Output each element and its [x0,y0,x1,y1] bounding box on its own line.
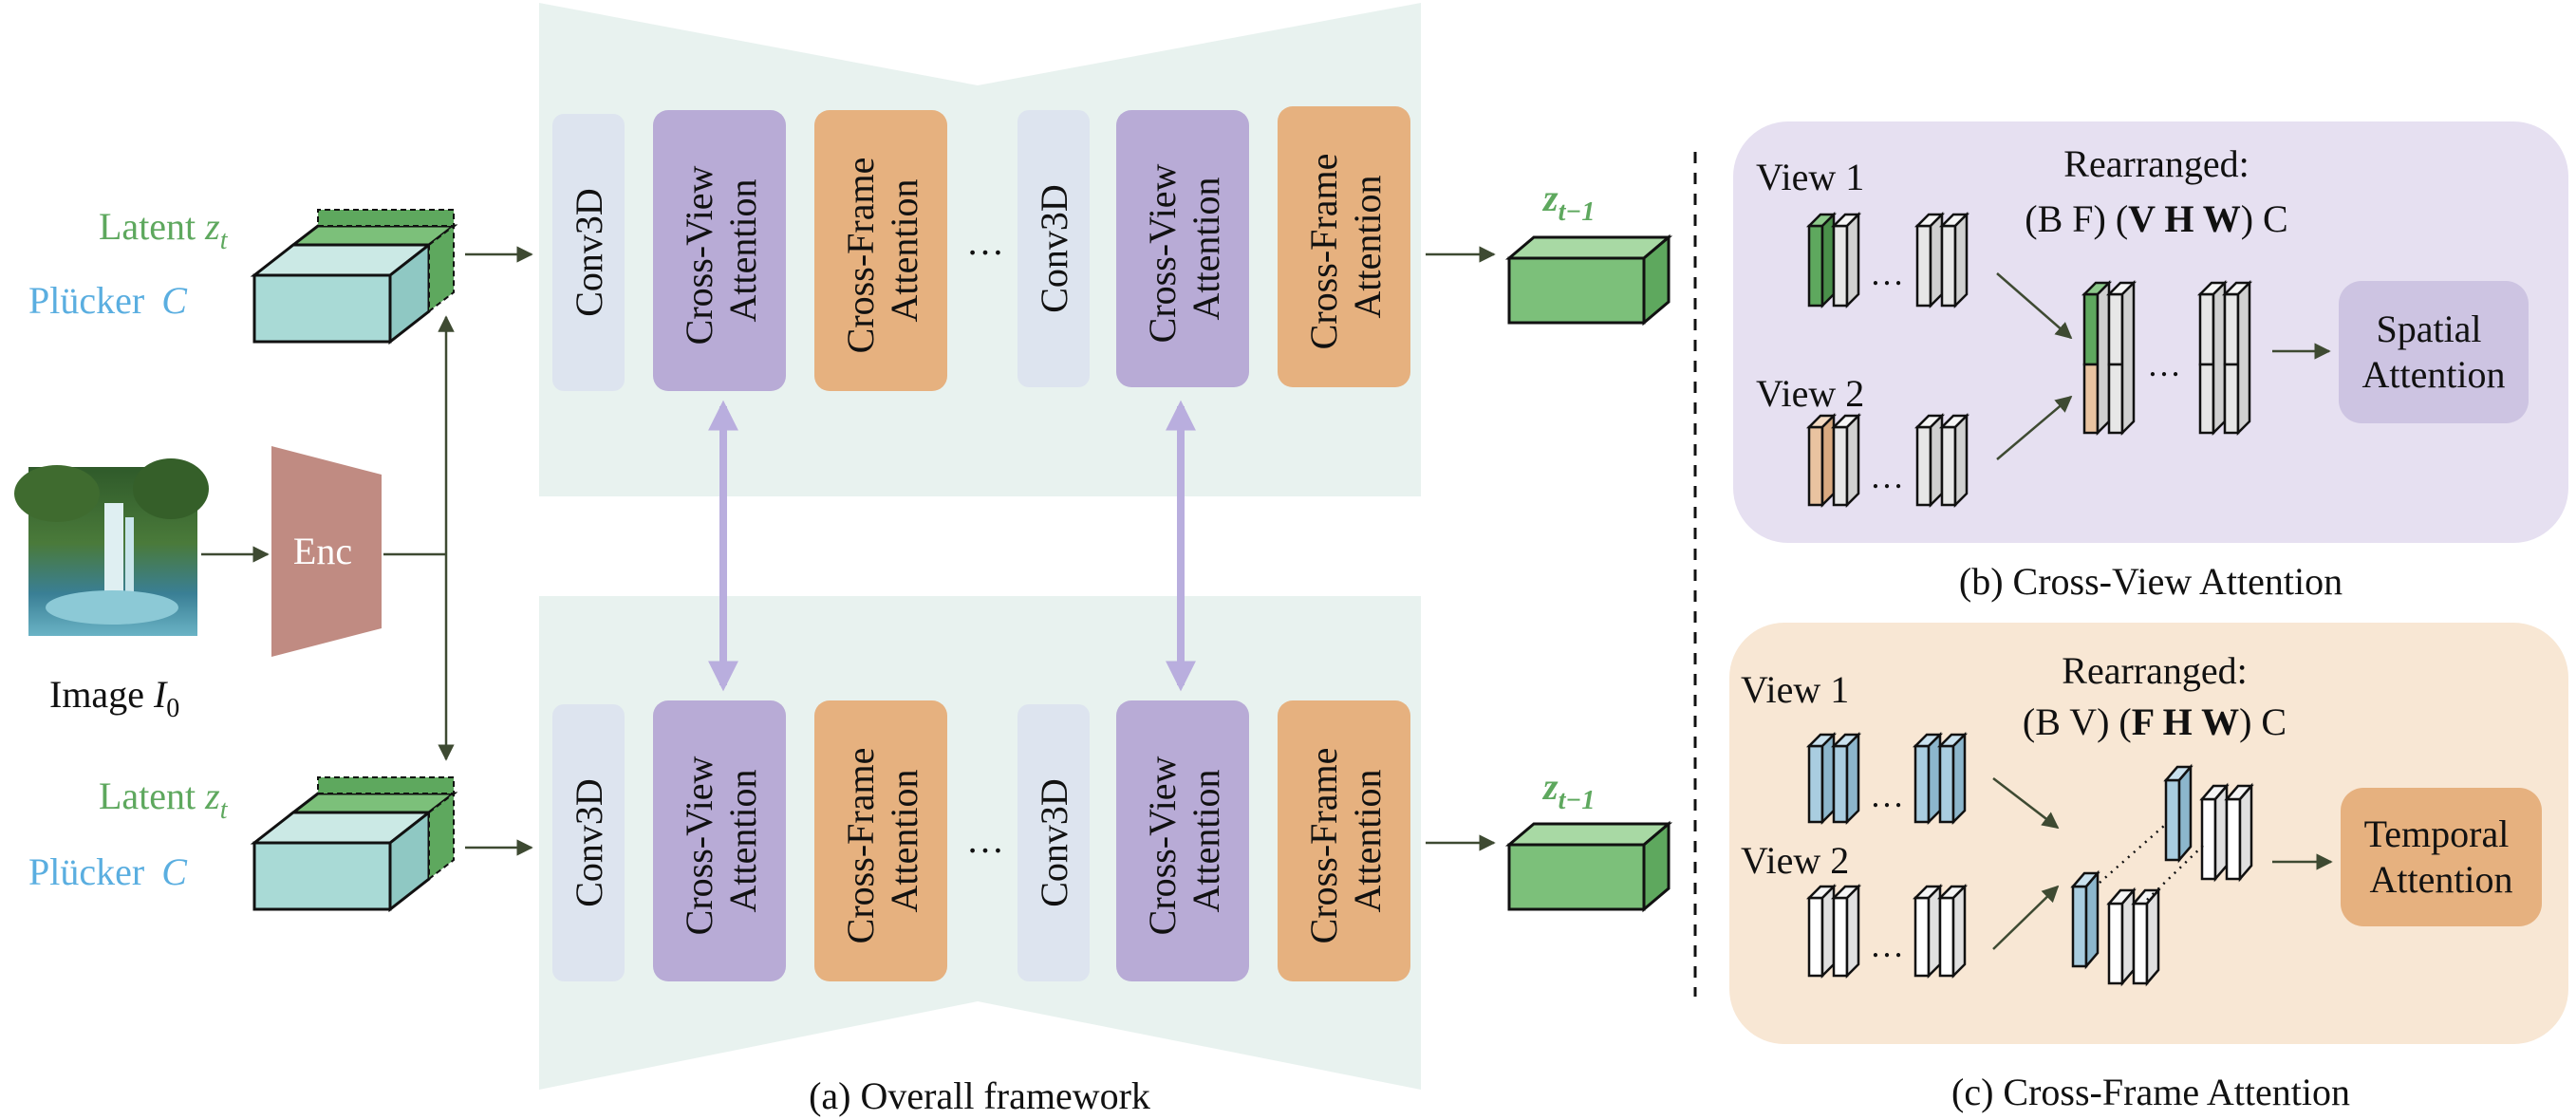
b-rearranged-stack [2081,279,2253,437]
c-arrow-view2 [1992,885,2060,950]
bottom-cross-frame-2 [1278,700,1410,981]
bottom-cross-frame-2-label: Cross-Frame Attention [1302,738,1389,944]
b-view2-frames [1805,412,1970,509]
b-stack-ellipsis: … [2147,345,2181,383]
c-view2-label: View 2 [1741,839,1849,882]
temporal-attention-block [2341,788,2542,926]
top-ellipsis: … [966,220,1004,263]
bottom-cross-frame-1 [814,700,947,981]
b-view1-ellipsis: … [1870,254,1904,292]
b-view2-ellipsis: … [1870,457,1904,495]
bottom-cross-view-2-label: Cross-View Attention [1141,747,1227,936]
plucker-label-bottom: Plücker C [28,850,188,893]
b-arrow-view1 [1996,272,2073,340]
bottom-cross-frame-1-label: Cross-Frame Attention [839,738,925,944]
top-cross-view-1-label: Cross-View Attention [678,157,764,345]
b-formula: (B F) (V H W) C [2025,197,2287,240]
c-view2-frames [1805,883,1969,980]
caption-cross-frame: (c) Cross-Frame Attention [1951,1071,2350,1113]
c-stack-dots-2 [2146,844,2205,901]
top-cross-frame-2 [1278,106,1410,387]
b-arrow-view2 [1996,395,2073,460]
top-cross-view-1 [653,110,786,391]
encoder-label: Enc [293,530,352,572]
c-formula: (B V) (F H W) C [2023,700,2287,743]
bottom-conv3d-1-label: Conv3D [568,778,610,907]
top-conv3d-2-label: Conv3D [1033,184,1075,313]
spatial-attention-label: Spatial Attention [2361,308,2505,396]
bottom-conv3d-1 [552,704,625,981]
output-label-top: zt−1 [1541,177,1595,227]
c-view1-ellipsis: … [1870,776,1904,814]
bottom-ellipsis: … [966,818,1004,861]
output-label-bottom: zt−1 [1541,765,1595,815]
bottom-conv3d-2-label: Conv3D [1033,778,1075,907]
input-image-waterfall [14,458,209,636]
top-cross-frame-1 [814,110,947,391]
bottom-conv3d-2 [1017,704,1090,981]
spatial-attention-block [2339,281,2529,423]
bottom-cross-view-1 [653,700,786,981]
c-view1-frames [1805,731,1969,826]
top-cross-view-2 [1116,110,1249,387]
output-cube-bottom [1504,820,1673,913]
latent-label-top: Latent zt [99,205,229,255]
caption-overall-framework: (a) Overall framework [809,1074,1150,1117]
top-cross-frame-1-label: Cross-Frame Attention [839,148,925,354]
c-view1-label: View 1 [1741,668,1849,711]
b-view1-label: View 1 [1756,156,1864,198]
bottom-cross-view-1-label: Cross-View Attention [678,747,764,936]
c-view2-ellipsis: … [1870,926,1904,964]
b-rearranged-label: Rearranged: [2063,142,2249,185]
latent-plucker-cube-bottom [250,776,458,913]
top-cross-view-2-label: Cross-View Attention [1141,155,1227,344]
top-conv3d-1-label: Conv3D [568,188,610,317]
caption-cross-view: (b) Cross-View Attention [1959,560,2343,603]
top-cross-frame-2-label: Cross-Frame Attention [1302,144,1389,350]
b-view1-frames [1805,211,1970,309]
latent-plucker-cube-top [250,209,458,345]
plucker-label-top: Plücker C [28,279,188,322]
image-label: Image I0 [49,673,179,723]
b-view2-label: View 2 [1756,372,1864,415]
c-rearranged-stack [2070,763,2254,987]
temporal-attention-label: Temporal Attention [2364,812,2519,901]
output-cube-top [1504,233,1673,327]
top-conv3d-1 [552,114,625,391]
bottom-cross-view-2 [1116,700,1249,981]
c-rearranged-label: Rearranged: [2062,649,2247,692]
encoder-block [271,446,382,657]
c-arrow-view1 [1992,777,2060,830]
top-conv3d-2 [1017,110,1090,387]
latent-label-bottom: Latent zt [99,775,229,825]
